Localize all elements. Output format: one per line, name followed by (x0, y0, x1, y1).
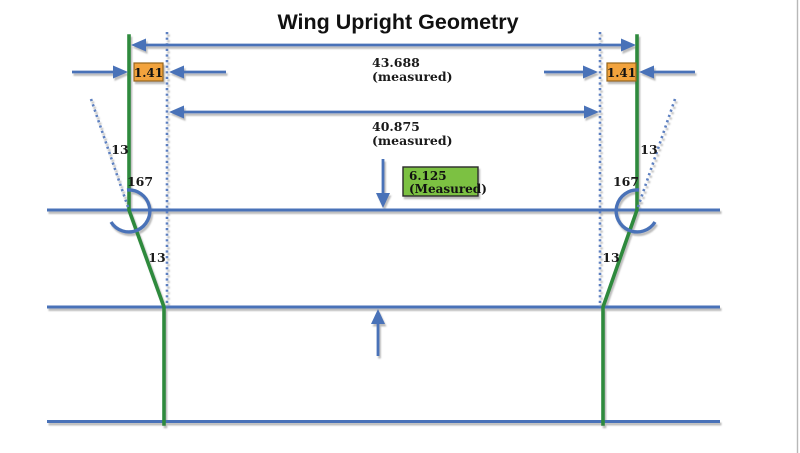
right-upright-line (601, 34, 639, 426)
drop-measurement-value: 6.125 (409, 169, 447, 183)
inner-width-value: 40.875 (372, 119, 420, 134)
left-angle-arc (109, 188, 152, 234)
arrowhead-left-icon (169, 105, 184, 119)
overall-width-dimension-arrow (131, 38, 636, 52)
inner-width-dimension-arrow (169, 105, 599, 119)
left-upright-line (127, 34, 166, 426)
left-upper-angle-label: 13 (111, 142, 128, 157)
right-angle-arc (614, 188, 657, 234)
overall-width-note: (measured) (372, 69, 453, 84)
arrowhead-right-icon (583, 65, 598, 79)
arrowhead-up-icon (371, 309, 385, 324)
lower-span-up-arrow (371, 309, 385, 356)
left-thickness-value: 1.41 (134, 66, 163, 80)
left-arc-angle-label: 167 (127, 174, 153, 189)
right-lower-angle-label: 13 (602, 250, 619, 265)
arrowhead-right-icon (621, 38, 636, 52)
arrowhead-right-icon (113, 65, 128, 79)
left-thickness-dimension (72, 62, 226, 82)
right-thickness-dimension (544, 62, 695, 82)
arrowhead-right-icon (584, 105, 599, 119)
arrowhead-left-icon (169, 65, 184, 79)
drop-measurement-dimension (376, 159, 479, 208)
arrowhead-down-icon (376, 193, 390, 208)
right-thickness-value: 1.41 (607, 66, 636, 80)
right-upper-angle-label: 13 (640, 142, 657, 157)
drop-measurement-badge (402, 166, 479, 197)
drop-measurement-note: (Measured) (409, 182, 487, 196)
arrowhead-left-icon (131, 38, 146, 52)
left-lower-angle-label: 13 (148, 250, 165, 265)
diagram-title: Wing Upright Geometry (277, 10, 518, 34)
right-arc-angle-label: 167 (613, 174, 639, 189)
overall-width-value: 43.688 (372, 55, 420, 70)
arrowhead-left-icon (639, 65, 654, 79)
inner-width-note: (measured) (372, 133, 453, 148)
right-thickness-badge (606, 62, 637, 82)
left-thickness-badge (133, 62, 164, 82)
